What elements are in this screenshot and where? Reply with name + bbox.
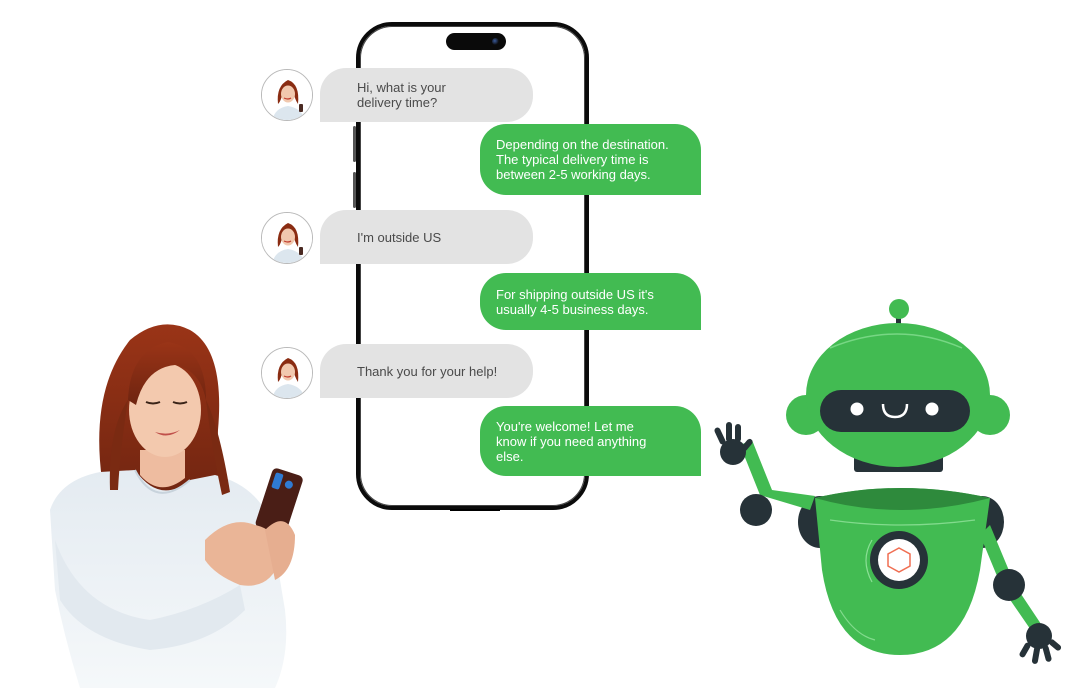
woman-avatar-icon xyxy=(262,70,312,120)
woman-holding-phone-illustration xyxy=(50,324,303,688)
user-avatar xyxy=(261,347,313,399)
bot-message-bubble: You're welcome! Let me know if you need … xyxy=(480,406,701,476)
phone-volume-up-button xyxy=(353,126,356,162)
message-text: Thank you for your help! xyxy=(357,363,498,379)
camera-icon xyxy=(492,38,499,45)
green-robot-illustration xyxy=(714,299,1062,664)
dynamic-island xyxy=(446,33,506,50)
user-avatar xyxy=(261,69,313,121)
robot-antenna xyxy=(896,310,901,336)
message-text: Hi, what is your delivery time? xyxy=(357,80,446,110)
user-message-bubble: Thank you for your help! xyxy=(320,344,533,398)
bot-message-bubble: For shipping outside US it's usually 4-5… xyxy=(480,273,701,330)
message-text: Depending on the destination. The typica… xyxy=(496,137,669,182)
phone-volume-down-button xyxy=(353,172,356,208)
woman-avatar-icon xyxy=(262,213,312,263)
message-text: You're welcome! Let me know if you need … xyxy=(496,418,647,464)
user-message-bubble: Hi, what is your delivery time? xyxy=(320,68,533,122)
bot-message-bubble: Depending on the destination. The typica… xyxy=(480,124,701,195)
message-text: For shipping outside US it's usually 4-5… xyxy=(496,286,654,317)
phone-bottom-edge xyxy=(450,509,500,511)
user-message-bubble: I'm outside US xyxy=(320,210,533,264)
user-avatar xyxy=(261,212,313,264)
message-text: I'm outside US xyxy=(357,229,442,245)
woman-avatar-icon xyxy=(262,348,312,398)
